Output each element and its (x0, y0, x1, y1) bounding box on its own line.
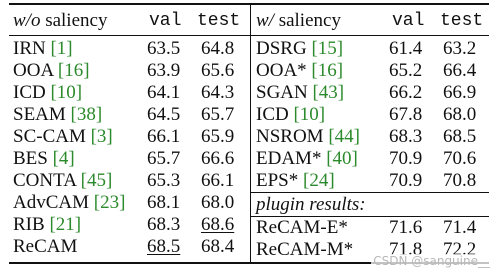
left-row-test: 65.6 (201, 60, 235, 81)
right-row-val: 67.8 (389, 104, 423, 125)
left-row-test: 64.8 (201, 38, 235, 59)
left-row-test: 66.1 (201, 170, 235, 191)
left-row-name: SEAM [38] (13, 104, 103, 125)
right-row-test: 68.0 (443, 104, 477, 125)
left-row-val: 63.5 (147, 38, 181, 59)
right-row-val: 65.2 (389, 60, 423, 81)
left-row-test: 68.4 (201, 236, 235, 257)
right-row-test: 63.2 (443, 38, 477, 59)
left-row-name: CONTA [45] (13, 170, 113, 191)
right-row-val: 68.3 (389, 126, 423, 147)
right-row-name: EPS* [24] (256, 170, 335, 191)
left-row-val: 64.1 (147, 82, 181, 103)
plugin-row-test: 71.4 (443, 217, 477, 238)
top-rule (9, 3, 489, 5)
right-row-name: SGAN [43] (256, 82, 345, 103)
plugin-row-name: ReCAM-E* (256, 217, 348, 238)
right-header-rest: saliency (273, 10, 341, 31)
left-row-test: 68.6 (201, 214, 235, 235)
right-row-name: ICD [10] (256, 104, 326, 125)
left-row-test: 68.0 (201, 192, 235, 213)
right-header-val: val (392, 11, 425, 31)
right-header-italic: w/ (256, 10, 274, 31)
left-row-val: 66.1 (147, 126, 181, 147)
right-row-val: 66.2 (389, 82, 423, 103)
left-row-val: 63.9 (147, 60, 181, 81)
right-row-test: 70.6 (443, 148, 477, 169)
right-row-val: 61.4 (389, 38, 423, 59)
column-divider (250, 3, 251, 264)
right-row-name: NSROM [44] (256, 126, 360, 147)
left-row-name: AdvCAM [23] (13, 192, 126, 213)
right-row-test: 68.5 (443, 126, 477, 147)
right-header-test: test (440, 11, 484, 31)
left-row-val: 68.5 (147, 236, 181, 257)
bottom-rule (9, 262, 489, 264)
results-table: w/o saliency val test w/ saliency val te… (9, 3, 489, 264)
right-row-test: 70.8 (443, 170, 477, 191)
left-header-title: w/o saliency (13, 8, 107, 34)
left-row-name: SC-CAM [3] (13, 126, 113, 147)
left-row-name: ReCAM (13, 236, 78, 257)
plugin-row-val: 71.6 (389, 217, 423, 238)
right-row-name: OOA* [16] (256, 60, 344, 81)
left-header-italic: w/o (13, 10, 41, 31)
watermark: CSDN @sanguine__ (371, 254, 492, 268)
left-row-val: 68.3 (147, 214, 181, 235)
right-row-val: 70.9 (389, 148, 423, 169)
left-row-name: RIB [21] (13, 214, 82, 235)
left-row-val: 68.1 (147, 192, 181, 213)
left-row-test: 64.3 (201, 82, 235, 103)
plugin-results-label: plugin results: (256, 194, 366, 215)
left-header-rest: saliency (40, 10, 108, 31)
left-row-test: 66.6 (201, 148, 235, 169)
right-row-test: 66.4 (443, 60, 477, 81)
right-row-name: EDAM* [40] (256, 148, 358, 169)
left-row-name: ICD [10] (13, 82, 83, 103)
plugin-rule (250, 192, 489, 193)
right-row-test: 66.9 (443, 82, 477, 103)
left-row-val: 65.7 (147, 148, 181, 169)
plugin-row-name: ReCAM-M* (256, 239, 354, 260)
right-row-name: DSRG [15] (256, 38, 344, 59)
left-row-val: 64.5 (147, 104, 181, 125)
left-header-test: test (197, 11, 241, 31)
right-row-val: 70.9 (389, 170, 423, 191)
left-row-test: 65.7 (201, 104, 235, 125)
left-row-test: 65.9 (201, 126, 235, 147)
right-header-title: w/ saliency (256, 8, 341, 34)
left-row-name: IRN [1] (13, 38, 73, 59)
left-header-val: val (149, 11, 182, 31)
plugin-rule-2 (250, 216, 489, 217)
left-row-name: OOA [16] (13, 60, 90, 81)
left-row-val: 65.3 (147, 170, 181, 191)
left-row-name: BES [4] (13, 148, 75, 169)
header-rule (9, 35, 489, 36)
